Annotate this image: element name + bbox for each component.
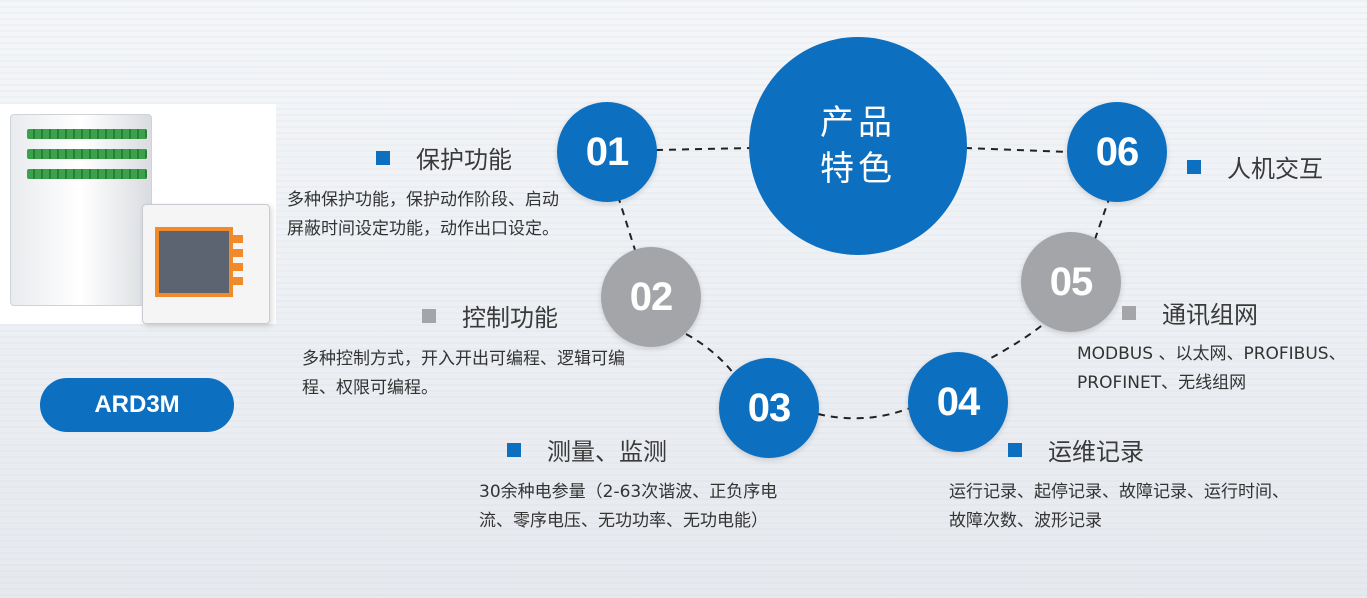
device-button bbox=[233, 249, 243, 257]
bullet-icon bbox=[1008, 442, 1022, 457]
bullet-icon bbox=[1122, 305, 1136, 320]
feature-desc-02: 多种控制方式，开入开出可编程、逻辑可编程、权限可编程。 bbox=[302, 349, 625, 398]
link-center-06 bbox=[964, 147, 1069, 153]
feature-title-01: 保护功能 bbox=[376, 140, 512, 175]
terminal-block bbox=[27, 149, 147, 159]
bullet-icon bbox=[376, 150, 390, 165]
feature-title-04: 运维记录 bbox=[1008, 432, 1144, 467]
link-04-05 bbox=[979, 321, 1047, 365]
link-06-05 bbox=[1093, 195, 1111, 243]
terminal-block bbox=[27, 169, 147, 179]
feature-title-02: 控制功能 bbox=[422, 298, 558, 333]
link-01-center bbox=[655, 147, 751, 151]
center-line-1: 产品 bbox=[820, 103, 896, 143]
feature-title-03: 测量、监测 bbox=[507, 432, 667, 467]
feature-circle-03: 03 bbox=[719, 358, 819, 458]
feature-title-06: 人机交互 bbox=[1187, 149, 1323, 184]
feature-title-text: 人机交互 bbox=[1227, 155, 1323, 183]
bullet-icon bbox=[422, 308, 436, 323]
feature-title-05: 通讯组网 bbox=[1122, 295, 1258, 330]
feature-circle-01: 01 bbox=[557, 102, 657, 202]
feature-title-text: 保护功能 bbox=[416, 146, 512, 174]
feature-desc-05: MODBUS 、以太网、PROFIBUS、PROFINET、无线组网 bbox=[1077, 344, 1346, 393]
feature-title-text: 运维记录 bbox=[1048, 438, 1144, 466]
feature-title-text: 控制功能 bbox=[462, 304, 558, 332]
feature-circle-05: 05 bbox=[1021, 232, 1121, 332]
bullet-icon bbox=[507, 442, 521, 457]
center-circle: 产品 特色 bbox=[749, 37, 967, 255]
device-button bbox=[233, 263, 243, 271]
feature-circle-04: 04 bbox=[908, 352, 1008, 452]
feature-title-text: 通讯组网 bbox=[1162, 301, 1258, 329]
bullet-icon bbox=[1187, 159, 1201, 174]
link-02-03 bbox=[685, 333, 735, 375]
center-line-2: 特色 bbox=[820, 149, 896, 189]
feature-desc-01: 多种保护功能，保护动作阶段、启动屏蔽时间设定功能，动作出口设定。 bbox=[287, 190, 559, 239]
feature-circle-02: 02 bbox=[601, 247, 701, 347]
device-screen bbox=[155, 227, 233, 297]
feature-desc-03: 30余种电参量（2-63次谐波、正负序电流、零序电压、无功功率、无功电能） bbox=[479, 482, 778, 531]
feature-desc-04: 运行记录、起停记录、故障记录、运行时间、故障次数、波形记录 bbox=[949, 482, 1289, 531]
link-01-02 bbox=[617, 195, 636, 251]
link-03-04 bbox=[817, 407, 911, 420]
product-image bbox=[0, 104, 276, 324]
device-button bbox=[233, 235, 243, 243]
feature-circle-06: 06 bbox=[1067, 102, 1167, 202]
device-main-unit bbox=[10, 114, 152, 306]
feature-title-text: 测量、监测 bbox=[547, 438, 667, 466]
terminal-block bbox=[27, 129, 147, 139]
device-display-unit bbox=[142, 204, 270, 324]
model-label: ARD3M bbox=[40, 378, 234, 432]
device-button bbox=[233, 277, 243, 285]
